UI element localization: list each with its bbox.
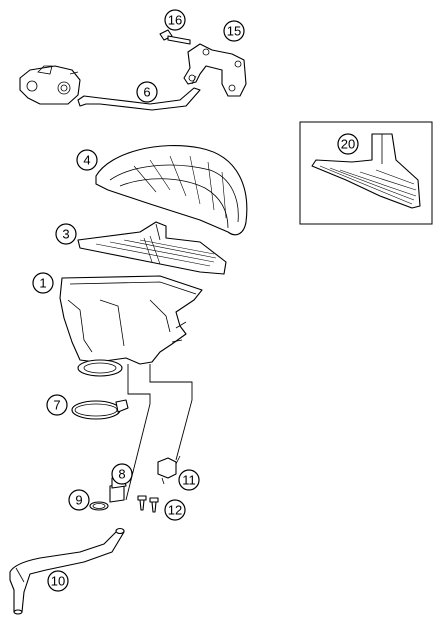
- small-clamp-part: [89, 501, 109, 511]
- callout-label-20: 20: [341, 137, 355, 152]
- callout-label-7: 7: [53, 398, 60, 413]
- callout-6: 6: [136, 81, 158, 103]
- hose-clamp-part: [71, 399, 129, 420]
- bracket-part: [183, 43, 247, 97]
- callout-12: 12: [164, 499, 186, 521]
- screw-part: [137, 495, 159, 513]
- callout-3: 3: [55, 223, 77, 245]
- callout-label-6: 6: [143, 85, 150, 100]
- callout-10: 10: [47, 570, 69, 592]
- callout-8: 8: [111, 463, 133, 485]
- leader-line-2: [149, 364, 193, 461]
- callout-label-4: 4: [83, 153, 90, 168]
- callout-7: 7: [46, 394, 68, 416]
- air-filter-part: [77, 221, 227, 275]
- sensor-part: [157, 455, 181, 485]
- callout-label-1: 1: [39, 276, 46, 291]
- vent-hose-part: [77, 75, 201, 111]
- callout-15: 15: [223, 20, 245, 42]
- callout-label-15: 15: [227, 24, 241, 39]
- leader-line-1: [125, 364, 151, 501]
- callout-label-3: 3: [62, 227, 69, 242]
- callout-20: 20: [337, 133, 359, 155]
- air-box-part: [59, 275, 203, 377]
- callout-label-8: 8: [118, 467, 125, 482]
- callout-11: 11: [178, 469, 200, 491]
- filter-cover-part: [95, 145, 248, 236]
- bolt-part: [159, 29, 191, 45]
- callout-1: 1: [32, 272, 54, 294]
- throttle-body-part: [19, 65, 81, 105]
- callout-label-9: 9: [75, 493, 82, 508]
- callout-label-10: 10: [51, 574, 65, 589]
- drain-hose-part: [9, 527, 125, 615]
- callout-label-11: 11: [182, 473, 196, 488]
- callout-label-16: 16: [168, 13, 182, 28]
- callout-4: 4: [76, 149, 98, 171]
- callout-9: 9: [68, 489, 90, 511]
- callout-label-12: 12: [168, 503, 182, 518]
- inset-filter-box: [299, 121, 433, 225]
- callout-16: 16: [164, 9, 186, 31]
